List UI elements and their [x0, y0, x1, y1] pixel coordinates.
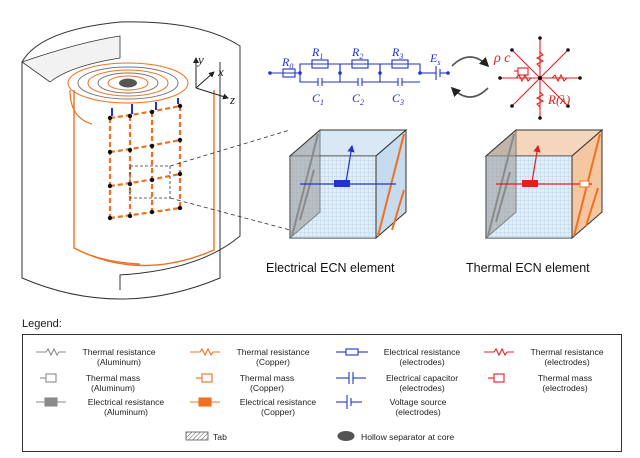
label-es: Es	[429, 51, 440, 67]
label-c1: C1	[312, 91, 324, 107]
electrical-resistance-copper-icon	[190, 397, 220, 407]
legend-item-electrical-capacitor-electrodes: Electrical capacitor(electrodes)	[385, 373, 459, 393]
legend-item-thermal-mass-electrodes: Thermal mass(electrodes)	[537, 373, 593, 393]
axis-y-label: y	[196, 52, 204, 67]
cylinder-cut-wedge	[21, 21, 241, 290]
thermal-mass-aluminum-icon	[40, 373, 57, 383]
label-r2: R2	[351, 45, 363, 61]
label-r1: R1	[311, 45, 323, 61]
coupling-arrows-icon	[450, 56, 490, 98]
legend-item-electrical-resistance-copper: Electrical resistance(Copper)	[239, 397, 317, 417]
electrical-resistance-aluminum-icon	[36, 397, 66, 407]
legend-item-electrical-resistance-electrodes: Electrical resistance(electrodes)	[383, 347, 461, 367]
thermal-mass-electrodes-icon	[488, 373, 505, 383]
electrical-circuit-nodes	[268, 71, 450, 75]
top-tab-links	[111, 98, 179, 116]
legend-item-thermal-resistance-aluminum: Thermal resistance(Aluminum)	[82, 347, 156, 367]
label-r-lambda: R(λ)	[547, 92, 570, 107]
electrical-circuit	[270, 59, 448, 86]
legend-item-thermal-mass-aluminum: Thermal mass(Aluminum)	[85, 373, 141, 393]
thermal-ecn-caption: Thermal ECN element	[466, 261, 590, 275]
label-rho-c: ρ c	[493, 51, 511, 66]
legend-title: Legend:	[22, 318, 62, 330]
legend-icons	[36, 347, 514, 442]
thermal-resistance-aluminum-icon	[36, 347, 66, 357]
coordinate-axes	[193, 57, 229, 100]
voltage-source-electrodes-icon	[336, 395, 362, 409]
label-r0: R0	[281, 55, 293, 71]
legend-item-thermal-resistance-copper: Thermal resistance(Copper)	[236, 347, 310, 367]
electrical-capacitor-electrodes-icon	[336, 372, 366, 384]
legend-item-tab: Tab	[213, 432, 227, 442]
legend-item-hollow-separator: Hollow separator at core	[361, 432, 455, 442]
jelly-roll-body	[73, 90, 215, 267]
hollow-separator-icon	[337, 430, 355, 442]
hollow-separator-core	[119, 78, 137, 88]
electrical-resistance-electrodes-icon	[336, 348, 368, 356]
thermal-resistance-copper-icon	[190, 347, 220, 357]
label-r3: R3	[391, 45, 403, 61]
thermal-circuit-nodes	[498, 36, 582, 120]
thermal-resistance-electrodes-icon	[484, 347, 514, 357]
electrical-ecn-cube	[288, 128, 408, 240]
mesh-nodes	[107, 103, 183, 221]
label-c2: C2	[352, 91, 364, 107]
legend-item-electrical-resistance-aluminum: Electrical resistance(Aluminum)	[87, 397, 165, 417]
legend-item-thermal-resistance-electrodes: Thermal resistance(electrodes)	[530, 347, 604, 367]
axis-x-label: x	[217, 64, 224, 79]
selected-element-box	[129, 165, 171, 199]
thermal-mass-copper-icon	[196, 373, 213, 383]
battery-cylinder: y x z	[21, 21, 241, 300]
spiral-top	[67, 62, 189, 104]
legend-item-voltage-source-electrodes: Voltage source(electrodes)	[389, 397, 447, 417]
label-c3: C3	[392, 91, 404, 107]
axis-z-label: z	[229, 92, 235, 107]
tab-icon	[185, 431, 209, 441]
legend-item-thermal-mass-copper: Thermal mass(Copper)	[239, 373, 295, 393]
electrical-ecn-caption: Electrical ECN element	[266, 261, 395, 275]
legend-box: Thermal resistance(Aluminum) Thermal res…	[22, 334, 622, 452]
thermal-ecn-cube	[484, 128, 604, 240]
